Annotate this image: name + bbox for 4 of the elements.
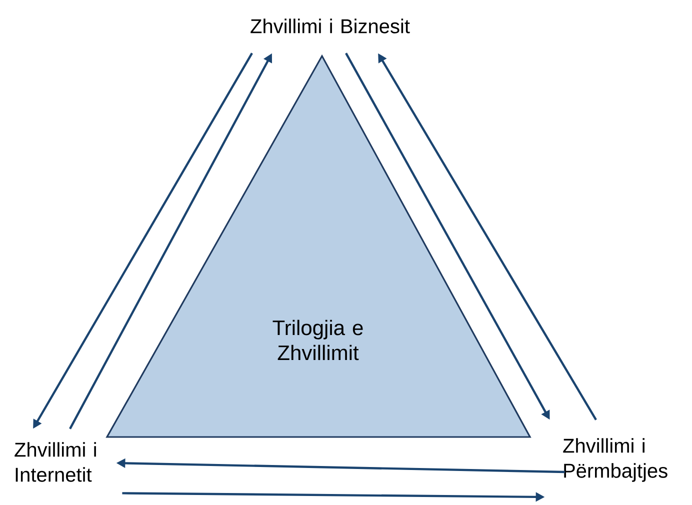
triangle-label: Trilogjia e Zhvillimit [272, 320, 363, 360]
corner-label: Zhvillimi i Përmbajtjes [563, 438, 668, 482]
corner-label: Zhvillimi i Internetit [14, 442, 96, 482]
corner-label: Zhvillimi i Biznesit [250, 18, 410, 34]
